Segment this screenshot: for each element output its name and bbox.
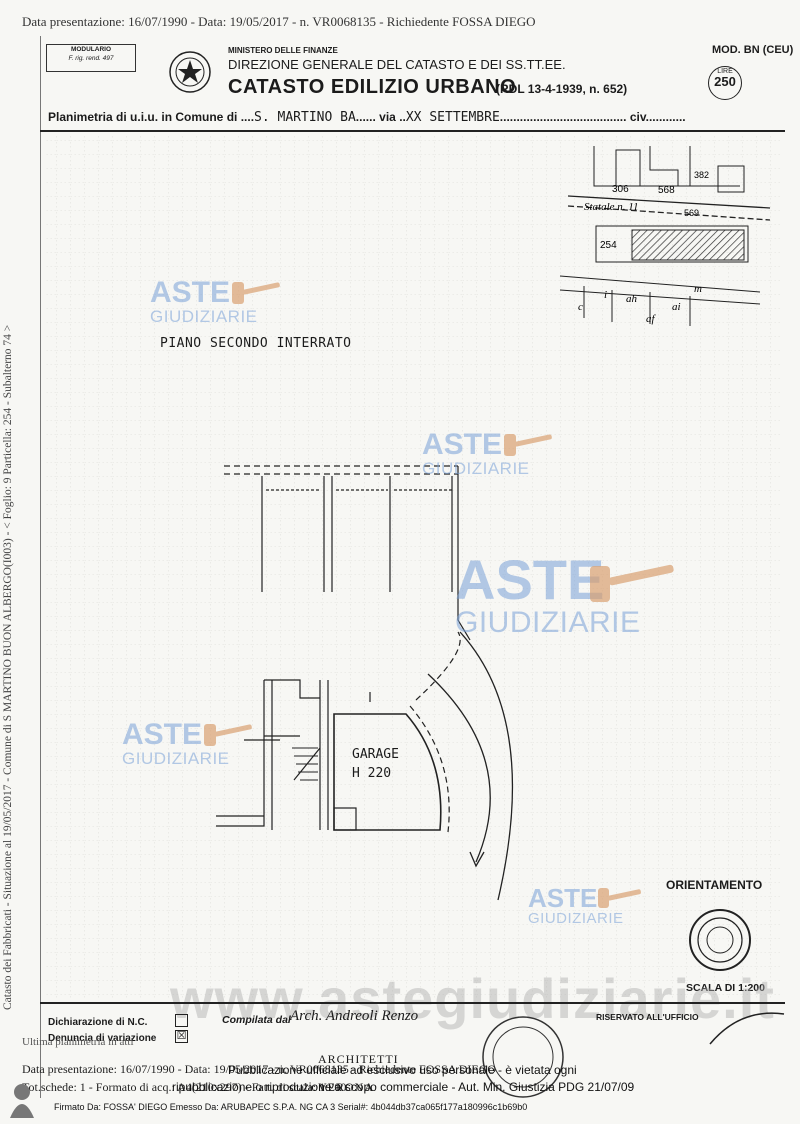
gavel-icon (204, 724, 216, 746)
watermark-aste: ASTE (422, 428, 503, 461)
modulario-ref: F. rig. rend. 497 (68, 55, 114, 62)
header-rule (40, 130, 785, 132)
scale-label: SCALA DI 1:200 (686, 982, 765, 994)
office-stamp-mark (709, 1012, 785, 1045)
watermark-aste: ASTE (455, 548, 605, 611)
aste-watermark-5: ASTE GIUDIZIARIE (528, 885, 624, 926)
map-label-ai: ai (672, 301, 681, 313)
watermark-aste: ASTE (528, 883, 598, 913)
denuncia-label: Denuncia di variazione (48, 1033, 157, 1044)
watermark-giudiziarie: GIUDIZIARIE (422, 459, 530, 478)
watermark-giudiziarie: GIUDIZIARIE (150, 307, 258, 326)
architetti-stamp-text: ARCHITETTI (318, 1052, 399, 1066)
via-label: via (379, 110, 396, 124)
map-label-m: m (694, 283, 702, 295)
gavel-icon (232, 282, 244, 304)
map-label-568: 568 (658, 185, 675, 196)
compass-rose-icon (689, 909, 751, 971)
orientation-label: ORIENTAMENTO (666, 878, 763, 892)
map-label-af: af (646, 313, 657, 325)
architect-name: Arch. Andreoli Renzo (290, 1008, 419, 1024)
grid-paper (44, 134, 782, 1000)
ministry-heading: MINISTERO DELLE FINANZE (228, 46, 338, 55)
aste-watermark-4: ASTE GIUDIZIARIE (122, 718, 230, 768)
dichiarazione-label: Dichiarazione di N.C. (48, 1017, 148, 1028)
aste-watermark-3: ASTE GIUDIZIARIE (455, 552, 641, 638)
garage-name: GARAGE (352, 747, 399, 762)
architect-seal-icon (482, 1016, 564, 1098)
via-value: XX SETTEMBRE (405, 110, 500, 125)
stamp-lire: LIRE 250 (708, 66, 742, 100)
aste-watermark-1: ASTE GIUDIZIARIE (150, 276, 258, 326)
map-label-statale: Statale n. 11 (584, 201, 638, 213)
gavel-icon (598, 888, 609, 908)
verona-stamp-text: VERONA (318, 1080, 374, 1094)
gavel-icon (590, 566, 610, 602)
compilata-label: Compilata dal (222, 1014, 291, 1026)
map-label-ah: ah (626, 293, 638, 305)
map-label-569: 569 (684, 208, 699, 218)
garage-room-label: GARAGE H 220 (352, 745, 399, 783)
footer-totale-schede: Tot.schede: 1 - Formato di acq.: A4(210x… (22, 1080, 347, 1094)
garage-outline (216, 631, 514, 901)
gavel-icon (504, 434, 516, 456)
riservato-label: RISERVATO ALL'UFFICIO (596, 1012, 699, 1022)
civ-label: civ. (629, 110, 649, 124)
site-watermark: www.astegiudiziarie.it (170, 967, 775, 1030)
ultima-planimetria: Ultima planimetria in atti (22, 1036, 134, 1048)
parking-boxes (224, 465, 471, 641)
watermark-giudiziarie: GIUDIZIARIE (455, 606, 641, 639)
lire-value: 250 (714, 74, 736, 89)
comune-value: S. MARTINO BA (254, 110, 356, 125)
publication-notice-line2: ripubblicazione o riproduzione a scopo c… (172, 1080, 635, 1094)
modulario-label: MODULARIO (70, 46, 112, 53)
republic-emblem-icon (169, 51, 211, 93)
watermark-aste: ASTE (122, 718, 203, 751)
lire-label: LIRE (717, 68, 733, 75)
rdl-reference: (RDL 13-4-1939, n. 652) (496, 82, 628, 96)
garage-height: H 220 (352, 766, 392, 781)
watermark-giudiziarie: GIUDIZIARIE (528, 910, 624, 927)
map-label-382: 382 (694, 170, 709, 180)
planimetria-row: Planimetria di u.i.u. in Comune di ....S… (48, 110, 686, 125)
watermark-aste: ASTE (150, 276, 231, 309)
modulario-box: MODULARIO F. rig. rend. 497 (46, 44, 136, 72)
model-code: MOD. BN (CEU) (712, 44, 794, 56)
presentation-info-line: Data presentazione: 16/07/1990 - Data: 1… (22, 14, 536, 29)
floor-level-label: PIANO SECONDO INTERRATO (160, 336, 352, 351)
watermark-giudiziarie: GIUDIZIARIE (122, 749, 230, 768)
aste-watermark-2: ASTE GIUDIZIARIE (422, 428, 530, 478)
map-label-c: c (578, 301, 583, 313)
nc-checkbox (175, 1014, 188, 1027)
map-label-306: 306 (612, 184, 629, 195)
location-map (559, 146, 771, 326)
map-label-254: 254 (600, 240, 617, 251)
map-label-i: i (604, 289, 607, 301)
sheet-frame (40, 36, 786, 1098)
direzione-heading: DIREZIONE GENERALE DEL CATASTO E DEI SS.… (228, 57, 566, 72)
planimetria-label: Planimetria di u.i.u. in Comune di (48, 110, 238, 124)
digital-signature-info: Firmato Da: FOSSA' DIEGO Emesso Da: ARUB… (54, 1102, 528, 1112)
variazione-checkbox: ☒ (175, 1030, 188, 1043)
footer-data-presentazione: Data presentazione: 16/07/1990 - Data: 1… (22, 1062, 497, 1076)
publication-notice-line1: Pubblicazione ufficiale ad esclusivo uso… (228, 1063, 577, 1077)
aste-mascot-icon (10, 1084, 34, 1118)
footer-box (40, 1002, 785, 1048)
catasto-title: CATASTO EDILIZIO URBANO (228, 76, 517, 98)
